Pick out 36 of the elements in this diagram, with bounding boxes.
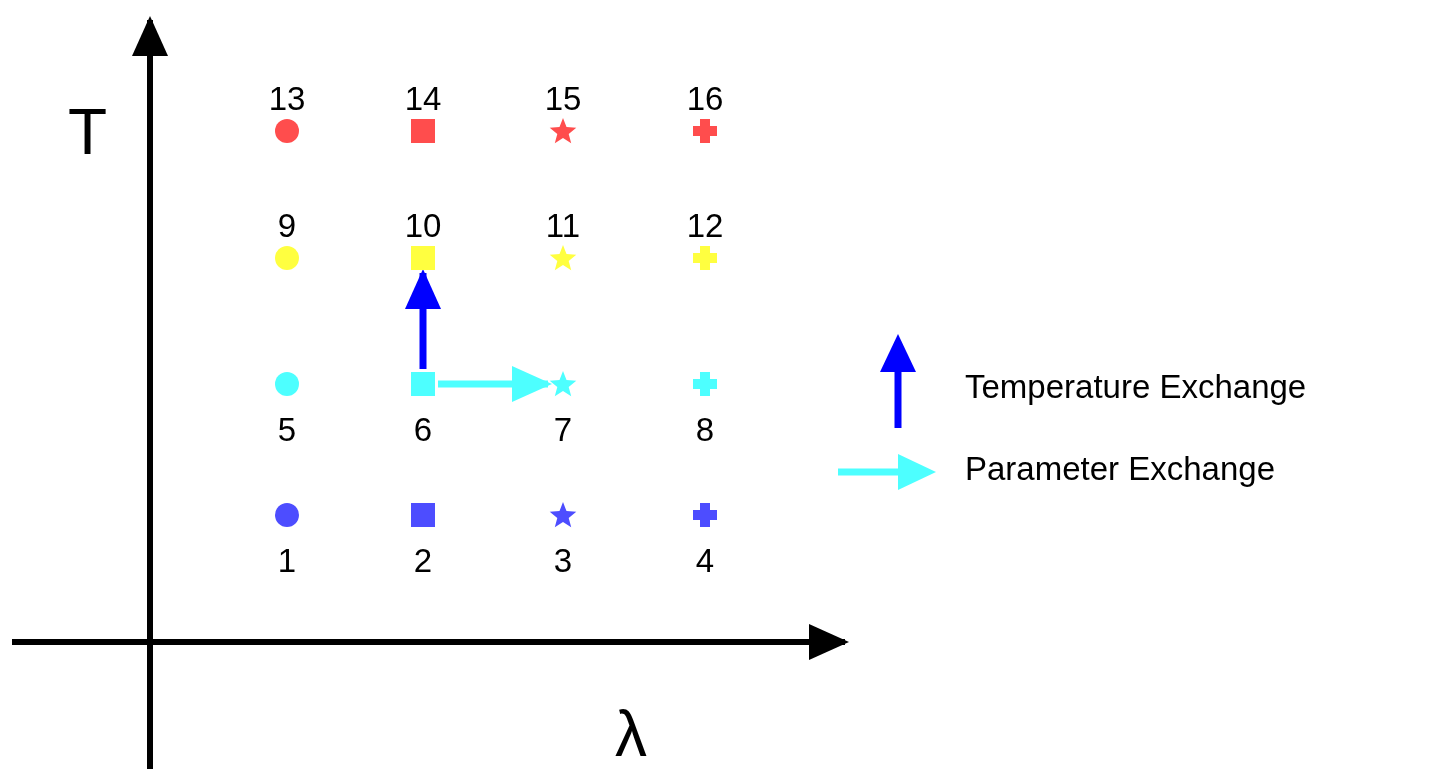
- square-marker: [410, 245, 436, 271]
- point-number: 12: [686, 208, 724, 244]
- star-marker: [550, 245, 576, 271]
- axis-label: λ: [615, 700, 647, 768]
- circle-marker: [274, 502, 300, 528]
- circle-marker: [274, 371, 300, 397]
- square-marker: [410, 502, 436, 528]
- point-number: 15: [544, 81, 582, 117]
- legend-label: Temperature Exchange: [965, 368, 1307, 406]
- cross-marker: [692, 245, 718, 271]
- point-number: 4: [695, 543, 715, 579]
- point-number: 3: [553, 543, 573, 579]
- point-number: 13: [268, 81, 306, 117]
- square-marker: [410, 118, 436, 144]
- point-number: 11: [545, 208, 581, 244]
- circle-marker: [274, 118, 300, 144]
- point-number: 1: [277, 543, 297, 579]
- star-marker: [550, 502, 576, 528]
- cross-marker: [692, 371, 718, 397]
- cross-marker: [692, 502, 718, 528]
- point-number: 9: [277, 208, 297, 244]
- point-number: 10: [404, 208, 442, 244]
- point-number: 8: [695, 412, 715, 448]
- point-number: 7: [553, 412, 573, 448]
- legend-label: Parameter Exchange: [965, 450, 1275, 488]
- point-number: 5: [277, 412, 297, 448]
- point-number: 6: [413, 412, 433, 448]
- cross-marker: [692, 118, 718, 144]
- square-marker: [410, 371, 436, 397]
- axis-label: T: [68, 98, 108, 166]
- circle-marker: [274, 245, 300, 271]
- point-number: 14: [404, 81, 442, 117]
- point-number: 16: [686, 81, 724, 117]
- star-marker: [550, 371, 576, 397]
- point-number: 2: [413, 543, 433, 579]
- star-marker: [550, 118, 576, 144]
